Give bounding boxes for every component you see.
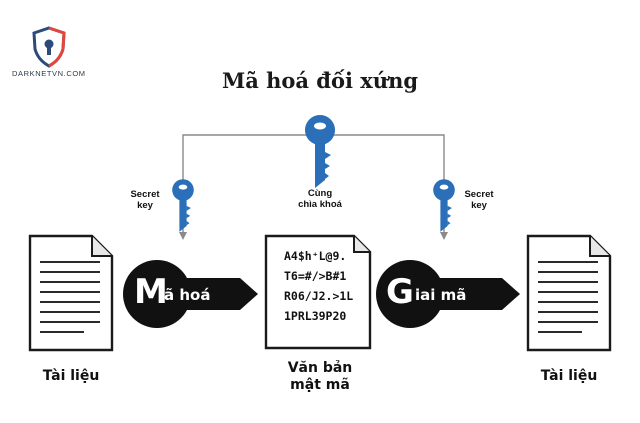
ciphertext-line: R06/J2.>1L	[284, 289, 354, 303]
connector-lines	[182, 134, 445, 238]
document-right-caption: Tài liệu	[540, 368, 598, 384]
shared-key-label: Cùng chìa khoá	[298, 188, 342, 210]
decrypt-label: G iai mã	[386, 272, 467, 312]
encrypt-badge	[123, 260, 258, 328]
shared-key-icon	[305, 115, 335, 188]
ciphertext-document-icon	[264, 234, 372, 350]
shield-keyhole-icon	[32, 26, 66, 68]
ciphertext-caption: Văn bản mật mã	[287, 360, 353, 393]
brand-name: DARKNETVN.COM	[12, 69, 86, 78]
document-left-icon	[28, 234, 114, 352]
secret-key-left-label: Secret key	[130, 189, 160, 211]
encrypt-label: M ã hoá	[134, 272, 211, 312]
document-right-icon	[526, 234, 612, 352]
secret-key-right-label: Secret key	[464, 189, 494, 211]
secret-key-left-icon	[172, 179, 194, 232]
ciphertext-line: 1PRL39P20	[284, 309, 347, 323]
ciphertext-lines: A4$h⁺L@9. T6=#/>B#1 R06/J2.>1L 1PRL39P20	[284, 246, 368, 326]
arrow-down-left	[179, 232, 187, 240]
decrypt-badge	[376, 260, 520, 328]
document-left-caption: Tài liệu	[42, 368, 100, 384]
ciphertext-line: T6=#/>B#1	[284, 269, 347, 283]
diagram-title: Mã hoá đối xứng	[221, 68, 419, 93]
arrow-down-right	[440, 232, 448, 240]
ciphertext-line: A4$h⁺L@9.	[284, 249, 347, 263]
